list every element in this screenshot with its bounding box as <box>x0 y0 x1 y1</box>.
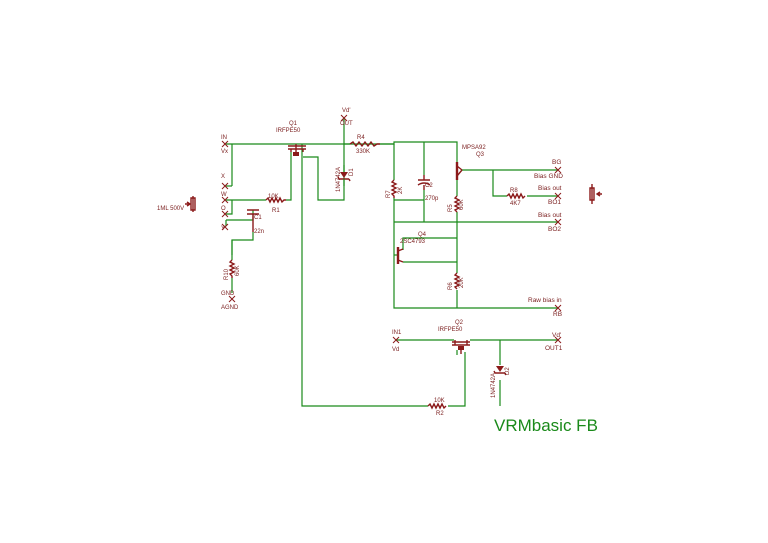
pot-label: 1ML 500V <box>157 206 184 212</box>
pin-vd-top-name: Vd' <box>342 108 350 114</box>
pin-w-name: W <box>221 192 227 198</box>
q3-transistor-symbol <box>455 162 463 180</box>
pin-bo1-label: BO1 <box>548 199 561 206</box>
r6-value: 20K <box>459 277 465 288</box>
pin-x-o <box>221 210 229 218</box>
q2-part: IRFPE50 <box>438 327 463 333</box>
d1-ref: D1 <box>349 168 355 176</box>
pot-left <box>185 196 196 212</box>
pin-in1-name: IN1 <box>392 330 402 336</box>
r1-ref: R1 <box>272 208 280 214</box>
pin-x-w <box>221 196 229 204</box>
pin-markers <box>221 114 562 344</box>
pin-out1-label: OUT1 <box>545 345 563 352</box>
pin-in-label: Vx <box>221 149 228 155</box>
pin-x-rb <box>554 304 562 312</box>
q2-mosfet-symbol <box>452 340 470 354</box>
d2-zener <box>493 366 507 376</box>
q4-transistor-symbol <box>396 247 404 264</box>
pin-x-bo2 <box>554 218 562 226</box>
q3-part: MPSA92 <box>462 145 486 151</box>
schematic-title: VRMbasic FB <box>494 416 598 435</box>
pin-o-name: O <box>221 206 226 212</box>
pin-x-x <box>221 182 229 190</box>
r4-value: 330K <box>356 149 370 155</box>
d2-ref: D2 <box>505 367 511 375</box>
r6-resistor <box>453 272 461 290</box>
c1-capacitor <box>247 209 259 232</box>
pin-x-bo1 <box>554 192 562 200</box>
pin-x-y <box>221 223 229 231</box>
q3-ref: Q3 <box>476 152 485 158</box>
pin-x-out1 <box>554 336 562 344</box>
r5-resistor <box>453 195 461 213</box>
pin-gnd-name: GND <box>221 291 235 297</box>
c2-value: 270p <box>425 196 439 202</box>
pin-y-name: Y <box>221 226 225 232</box>
r7-value: 2K <box>398 187 404 194</box>
pin-bo2-label: BO2 <box>548 226 561 233</box>
c2-ref: C2 <box>425 183 433 189</box>
q2-ref: Q2 <box>455 320 464 326</box>
q4-part: 2SC4793 <box>400 239 426 245</box>
r10-value: 60K <box>235 265 241 276</box>
pin-bg-name: BG <box>552 159 561 166</box>
pin-out1-name: Vd' <box>552 332 561 339</box>
pot-right <box>589 184 602 204</box>
r2-ref: R2 <box>436 411 444 417</box>
r4-ref: R4 <box>357 135 365 141</box>
r5-ref: R5 <box>448 204 454 212</box>
r10-resistor <box>228 259 236 278</box>
r2-value: 10K <box>434 398 445 404</box>
d1-zener <box>337 165 351 186</box>
r10-ref: R10 <box>224 268 230 280</box>
pin-bo2-name: Bias out <box>538 212 562 219</box>
pin-x-vd-top <box>340 114 348 122</box>
r1-resistor <box>265 196 286 204</box>
r8-value: 4K7 <box>510 201 521 207</box>
pin-rb-name: Raw bias in <box>528 297 562 304</box>
pin-vd-top-label: OUT <box>340 121 353 127</box>
q1-mosfet-symbol <box>288 144 306 156</box>
r8-resistor <box>506 192 526 200</box>
q4-ref: Q4 <box>418 232 427 238</box>
d2-part: 1N4742A <box>491 373 497 398</box>
r2-resistor <box>427 402 447 410</box>
pin-x-bg <box>554 166 562 174</box>
pin-gnd-label: AGND <box>221 305 239 311</box>
pin-x-in1 <box>392 336 400 344</box>
pin-in-name: IN <box>221 135 227 141</box>
pin-x-in <box>221 140 229 148</box>
pin-x-gnd <box>228 295 236 303</box>
c1-ref: C1 <box>254 215 262 221</box>
q1-part: IRFPE50 <box>276 128 301 134</box>
pin-bo1-name: Bias out <box>538 185 562 192</box>
r5-value: 60K <box>459 199 465 210</box>
d1-part: 1N4742A <box>336 167 342 192</box>
pin-in1-label: Vd <box>392 347 399 353</box>
labels: IN Vx X W O Y GND AGND Q1 IRFPE50 Vd' OU… <box>157 108 598 435</box>
c2-capacitor <box>417 175 431 190</box>
pin-x-name: X <box>221 174 225 180</box>
r7-ref: R7 <box>386 190 392 198</box>
r8-ref: R8 <box>510 188 518 194</box>
c1-value: 22n <box>254 229 264 235</box>
r4-resistor <box>349 140 380 148</box>
wires <box>225 118 558 407</box>
pin-rb-label: RB <box>553 311 562 318</box>
r6-ref: R6 <box>448 282 454 290</box>
pin-bg-label: Bias GND <box>534 173 563 180</box>
r1-value: 10K <box>268 194 279 200</box>
r7-resistor <box>390 179 398 198</box>
q1-ref: Q1 <box>289 121 298 127</box>
